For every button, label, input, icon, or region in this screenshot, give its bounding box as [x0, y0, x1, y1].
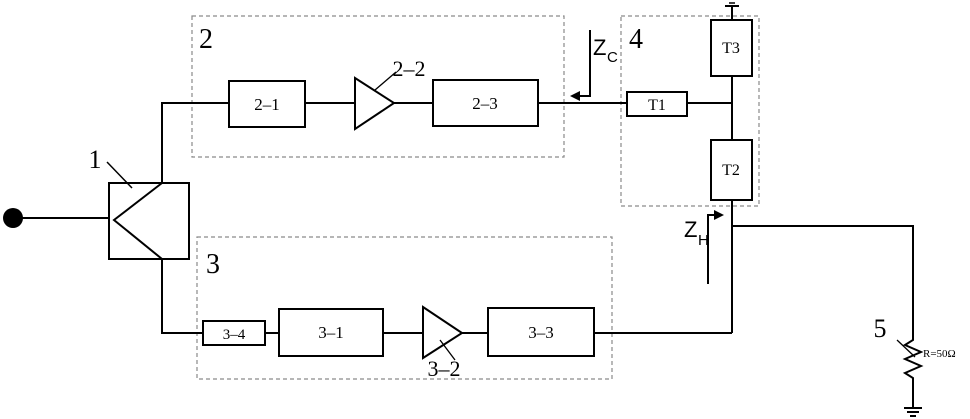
label-load-value: R=50Ω — [923, 348, 956, 360]
label-zh: Z — [684, 217, 697, 242]
zh-arrowhead — [714, 210, 724, 220]
label-t1: T1 — [648, 97, 666, 114]
load-resistor-zigzag — [905, 335, 921, 408]
label-2: 2 — [199, 24, 213, 55]
label-3-3: 3–3 — [528, 323, 554, 342]
label-2-2: 2–2 — [393, 56, 426, 81]
label-t2: T2 — [722, 162, 740, 179]
label-zh-subscript: H — [698, 232, 709, 249]
label-3-2: 3–2 — [428, 356, 461, 381]
label-t3: T3 — [722, 40, 740, 57]
label-zc: Z — [593, 35, 606, 60]
label-1: 1 — [89, 145, 102, 174]
label-2-1: 2–1 — [254, 95, 280, 114]
zc-reference-line — [577, 30, 590, 96]
label-3: 3 — [206, 249, 220, 280]
label-3-4: 3–4 — [223, 327, 246, 343]
label-2-3: 2–3 — [472, 94, 498, 113]
zc-arrowhead — [570, 91, 580, 101]
label-5: 5 — [874, 314, 887, 343]
label-zc-subscript: C — [607, 49, 618, 66]
main-path-wire-in — [162, 103, 229, 183]
label-4: 4 — [629, 24, 643, 55]
zh-reference-line — [708, 215, 718, 284]
amplifier-2-2-triangle — [355, 78, 394, 129]
amplifier-3-2-triangle — [423, 307, 462, 358]
label-3-1: 3–1 — [318, 323, 344, 342]
